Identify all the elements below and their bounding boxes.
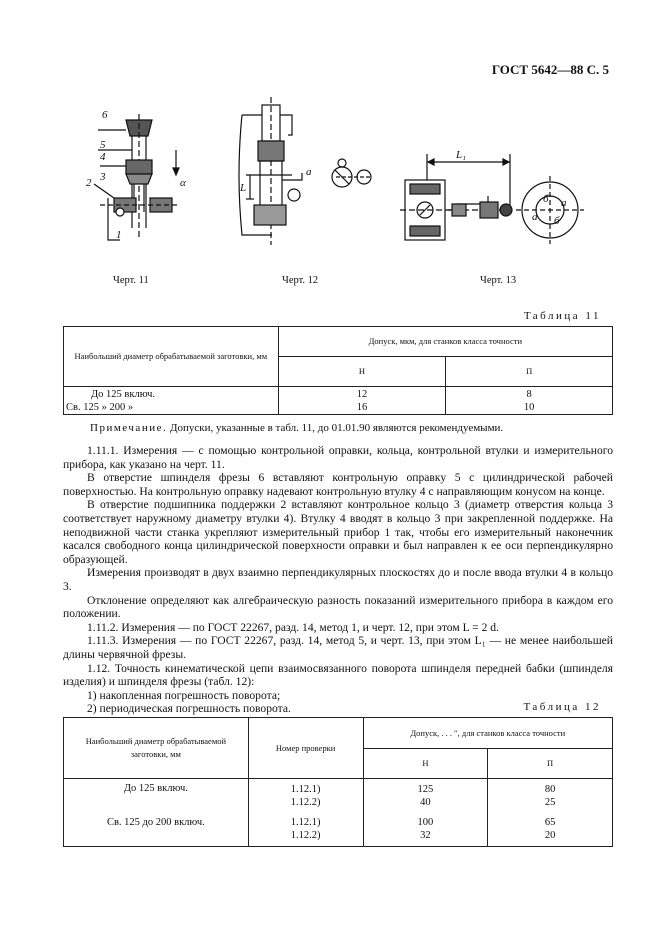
table-cell: 32	[420, 830, 431, 842]
paragraph: Измерения производят в двух взаимно перп…	[63, 566, 613, 593]
table-12-header-diameter: Наибольший диаметр обрабатываемой загото…	[63, 717, 249, 779]
table-cell: 10	[523, 401, 535, 413]
table-cell: 40	[420, 796, 431, 808]
table-row: До 125 включ.	[91, 388, 156, 400]
table-12-group2-label: Св. 125 до 200 включ.	[63, 812, 249, 847]
table-cell: 100	[417, 817, 434, 829]
table-12-group2-checks: 1.12.1) 1.12.2)	[247, 812, 364, 847]
table-11-values-n: 12 16	[277, 386, 447, 415]
figure-12-caption: Черт. 12	[282, 275, 319, 286]
table-cell: 1.12.2)	[290, 796, 321, 808]
table-cell: 1.12.1)	[290, 783, 321, 795]
table-12-header-check: Номер проверки	[247, 717, 364, 779]
table-cell: 1.12.2)	[290, 830, 321, 842]
table-12-group1-label: До 125 включ.	[63, 778, 249, 813]
fig13-label-b-top: б	[543, 193, 549, 205]
fig11-label-6: 6	[102, 109, 108, 121]
table-cell: 12	[356, 388, 368, 400]
fig11-label-2: 2	[86, 177, 92, 189]
table-11-title: Таблица 11	[523, 310, 601, 322]
list-item: 1) накопленная погрешность поворота;	[87, 688, 281, 702]
fig13-label-L1: L₁	[455, 149, 466, 161]
fig11-label-alpha: α	[180, 177, 186, 189]
figure-12-drawing: L a	[238, 97, 372, 245]
fig13-label-a-left: а	[532, 211, 538, 223]
table-12-group1-p: 80 25	[487, 778, 613, 813]
body-text: 1.11.1. Измерения — с помощью контрольно…	[63, 444, 613, 716]
table-11-class-n: Н	[277, 356, 447, 387]
paragraph: 1.11.1. Измерения — с помощью контрольно…	[63, 444, 613, 471]
table-cell: 80	[544, 783, 556, 795]
fig11-label-4: 4	[100, 151, 106, 163]
list-item: 2) периодическая погрешность поворота.	[87, 702, 291, 716]
note-label: Примечание.	[90, 422, 168, 434]
page-header: ГОСТ 5642—88 С. 5	[491, 62, 609, 77]
table-11-values-p: 8 10	[445, 386, 613, 415]
paragraph: 1.11.3. Измерения — по ГОСТ 22267, разд.…	[63, 634, 613, 661]
table-12-group1-checks: 1.12.1) 1.12.2)	[247, 778, 364, 813]
fig11-label-3: 3	[99, 171, 106, 183]
table-11-header-diameter: Наибольший диаметр обрабатываемой загото…	[63, 326, 279, 387]
table-11-header-tolerance: Допуск, мкм, для станков класса точности	[277, 326, 614, 357]
table-12-group1-n: 125 40	[362, 778, 489, 813]
table-11: Наибольший диаметр обрабатываемой загото…	[63, 326, 614, 415]
table-cell: 16	[356, 401, 368, 413]
table-12: Наибольший диаметр обрабатываемой загото…	[63, 717, 614, 847]
note-text: Допуски, указанные в табл. 11, до 01.01.…	[169, 422, 504, 434]
table-cell: 1.12.1)	[290, 817, 321, 829]
figure-11-caption: Черт. 11	[113, 275, 149, 286]
table-12-title: Таблица 12	[523, 701, 601, 713]
table-12-class-n: Н	[362, 748, 489, 779]
fig13-label-b-bottom: б	[554, 215, 560, 227]
fig11-label-1: 1	[116, 229, 122, 241]
figure-13-caption: Черт. 13	[480, 275, 517, 286]
paragraph: 1.11.2. Измерения — по ГОСТ 22267, разд.…	[87, 620, 499, 634]
figure-13-drawing: L₁ б а а б	[400, 149, 584, 244]
figure-11-drawing: 6 5 4 3 2 1 α	[86, 109, 186, 241]
table-cell: 8	[526, 388, 532, 400]
paragraph: Отклонение определяют как алгебраическую…	[63, 593, 613, 621]
table-cell: 25	[544, 796, 556, 808]
table-cell: 125	[417, 783, 434, 795]
table-12-group2-p: 65 20	[487, 812, 613, 847]
fig12-label-a: a	[306, 166, 312, 178]
table-12-header-tolerance: Допуск, . . . ″, для станков класса точн…	[362, 717, 614, 749]
fig11-label-5: 5	[100, 139, 106, 151]
paragraph: 1.12. Точность кинематической цепи взаим…	[63, 661, 613, 689]
paragraph: В отверстие подшипника поддержки 2 встав…	[63, 498, 613, 566]
table-11-class-p: П	[445, 356, 613, 387]
table-11-note: Примечание. Допуски, указанные в табл. 1…	[90, 422, 503, 434]
table-cell: 65	[544, 817, 556, 829]
table-12-group2-n: 100 32	[362, 812, 489, 847]
table-12-class-p: П	[487, 748, 613, 779]
fig12-label-L: L	[239, 182, 246, 194]
table-11-row-labels: До 125 включ. Св. 125 » 200 »	[63, 386, 279, 415]
paragraph: В отверстие шпинделя фрезы 6 вставляют к…	[63, 471, 613, 498]
table-row: Св. 125 » 200 »	[66, 401, 134, 413]
table-cell: 20	[544, 830, 556, 842]
fig13-label-a-right: а	[561, 197, 567, 209]
